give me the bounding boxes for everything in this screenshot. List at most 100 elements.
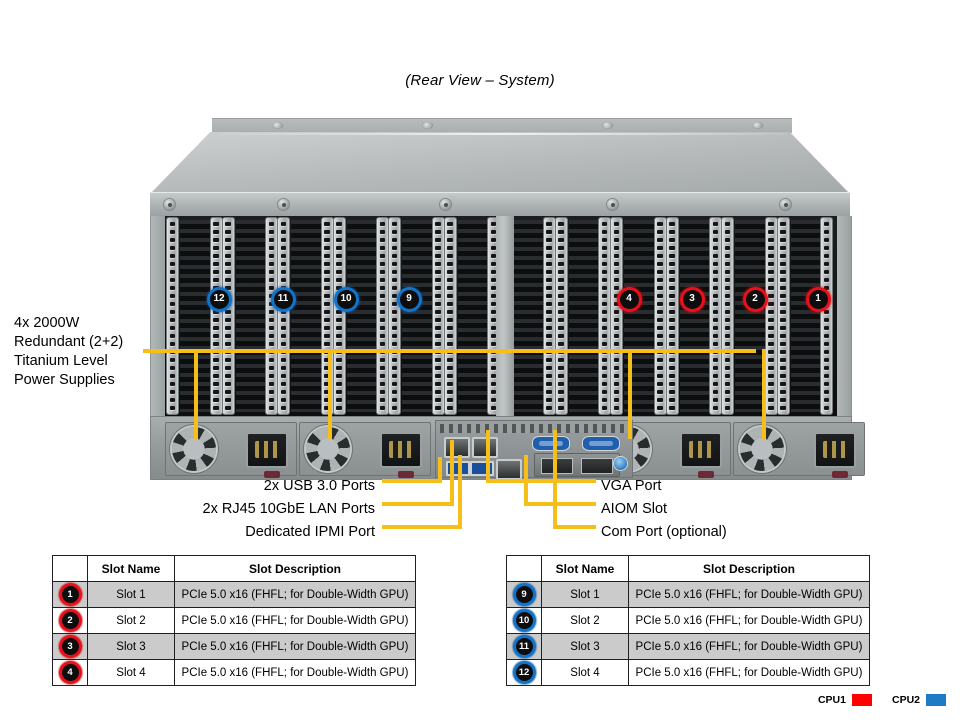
slot-name-cell: Slot 4 xyxy=(541,659,629,686)
column-header-slot-description: Slot Description xyxy=(174,555,416,582)
pcie-bracket-2-1 xyxy=(321,218,333,414)
pcie-bracket-7-1 xyxy=(599,218,610,414)
lid-screw-2 xyxy=(602,122,613,129)
lead-lan-horizontal xyxy=(382,502,454,506)
slot-description-cell: PCIe 5.0 x16 (FHFL; for Double-Width GPU… xyxy=(174,607,416,634)
chassis-badge-12: 12 xyxy=(209,289,229,309)
rail-screw-2 xyxy=(440,199,451,210)
chassis-lid-face xyxy=(150,132,850,194)
dedicated-ipmi-port xyxy=(496,459,522,480)
slot-vent-9 xyxy=(679,220,711,412)
row-badge-cell: 9 xyxy=(506,581,542,608)
lead-usb-riser xyxy=(438,457,442,481)
slot-description-cell: PCIe 5.0 x16 (FHFL; for Double-Width GPU… xyxy=(174,633,416,660)
chassis-badge-11: 11 xyxy=(273,289,293,309)
pcie-bracket-0-1 xyxy=(210,218,222,414)
lid-screw-0 xyxy=(272,122,283,129)
column-header-badge xyxy=(52,555,88,582)
lead-lan-riser xyxy=(450,440,454,504)
lead-psu-horizontal xyxy=(143,349,756,353)
pcie-bracket-8-1 xyxy=(654,218,666,414)
pcie-bracket-10-1 xyxy=(765,218,777,414)
psu-handle-4 xyxy=(832,471,848,478)
lead-ipmi-horizontal xyxy=(382,525,462,529)
slot-name-cell: Slot 2 xyxy=(87,607,175,634)
slot-name-cell: Slot 3 xyxy=(87,633,175,660)
psu-handle-2 xyxy=(398,471,414,478)
aiom-slot xyxy=(534,453,620,477)
vga-port xyxy=(532,436,570,451)
slot-badge-9: 9 xyxy=(515,586,533,603)
chassis-badge-2: 2 xyxy=(745,289,765,309)
callout-com-port: Com Port (optional) xyxy=(601,524,727,540)
pcie-bracket-5-0 xyxy=(444,218,456,414)
slot-badge-3: 3 xyxy=(61,638,79,655)
legend-swatch-cpu2 xyxy=(926,694,946,706)
pcie-bracket-0-0 xyxy=(167,218,178,414)
row-badge-cell: 11 xyxy=(506,633,542,660)
psu-handle-3 xyxy=(698,471,714,478)
pcie-bracket-6-1 xyxy=(543,218,555,414)
lid-screw-3 xyxy=(752,122,763,129)
rail-screw-1 xyxy=(278,199,289,210)
slot-name-cell: Slot 3 xyxy=(541,633,629,660)
pcie-bracket-3-1 xyxy=(377,218,388,414)
io-vent-holes xyxy=(440,424,628,433)
callout-aiom-slot: AIOM Slot xyxy=(601,501,668,517)
slot-vent-11 xyxy=(790,220,822,412)
callout-power-line-0: 4x 2000W xyxy=(14,315,80,331)
slot-vent-10 xyxy=(735,220,767,412)
slot-name-cell: Slot 1 xyxy=(87,581,175,608)
callout-power-line-1: Redundant (2+2) xyxy=(14,334,124,350)
callout-usb-ports: 2x USB 3.0 Ports xyxy=(263,478,375,494)
column-header-slot-name: Slot Name xyxy=(541,555,629,582)
pcie-bracket-5-1 xyxy=(488,218,499,414)
slot-badge-2: 2 xyxy=(61,612,79,629)
legend-label-cpu1: CPU1 xyxy=(817,694,846,706)
column-header-slot-description: Slot Description xyxy=(628,555,870,582)
pcie-bracket-9-0 xyxy=(666,218,678,414)
lead-psu-drop-3 xyxy=(628,349,632,439)
rj45-lan-port-2 xyxy=(472,437,498,458)
slot-vent-5 xyxy=(457,220,489,412)
com-port xyxy=(582,436,620,451)
pcie-bracket-7-0 xyxy=(555,218,567,414)
callout-power-line-3: Power Supplies xyxy=(14,372,115,388)
pcie-bracket-4-1 xyxy=(432,218,444,414)
bay-right-wall xyxy=(837,216,851,416)
callout-vga-port: VGA Port xyxy=(601,478,662,494)
callout-power-line-2: Titanium Level xyxy=(14,353,108,369)
slot-vent-6 xyxy=(513,220,545,412)
row-badge-cell: 2 xyxy=(52,607,88,634)
chassis-badge-1: 1 xyxy=(808,289,828,309)
rail-screw-3 xyxy=(607,199,618,210)
slot-vent-1 xyxy=(235,220,267,412)
slot-name-cell: Slot 4 xyxy=(87,659,175,686)
pcie-bracket-9-1 xyxy=(710,218,721,414)
chassis-lid-top xyxy=(212,118,792,133)
pcie-bracket-10-0 xyxy=(722,218,733,414)
lid-screw-1 xyxy=(422,122,433,129)
uid-button[interactable] xyxy=(614,457,627,470)
rail-screw-0 xyxy=(164,199,175,210)
slot-description-cell: PCIe 5.0 x16 (FHFL; for Double-Width GPU… xyxy=(174,659,416,686)
chassis-badge-10: 10 xyxy=(336,289,356,309)
legend-swatch-cpu1 xyxy=(851,694,872,706)
psu-ac-inlet-3 xyxy=(680,432,722,468)
slot-vent-7 xyxy=(568,220,600,412)
row-badge-cell: 1 xyxy=(52,581,88,608)
slot-name-cell: Slot 2 xyxy=(541,607,629,634)
lead-vga-horizontal xyxy=(486,479,596,483)
pcie-bracket-4-0 xyxy=(389,218,400,414)
slot-vent-4 xyxy=(402,220,434,412)
